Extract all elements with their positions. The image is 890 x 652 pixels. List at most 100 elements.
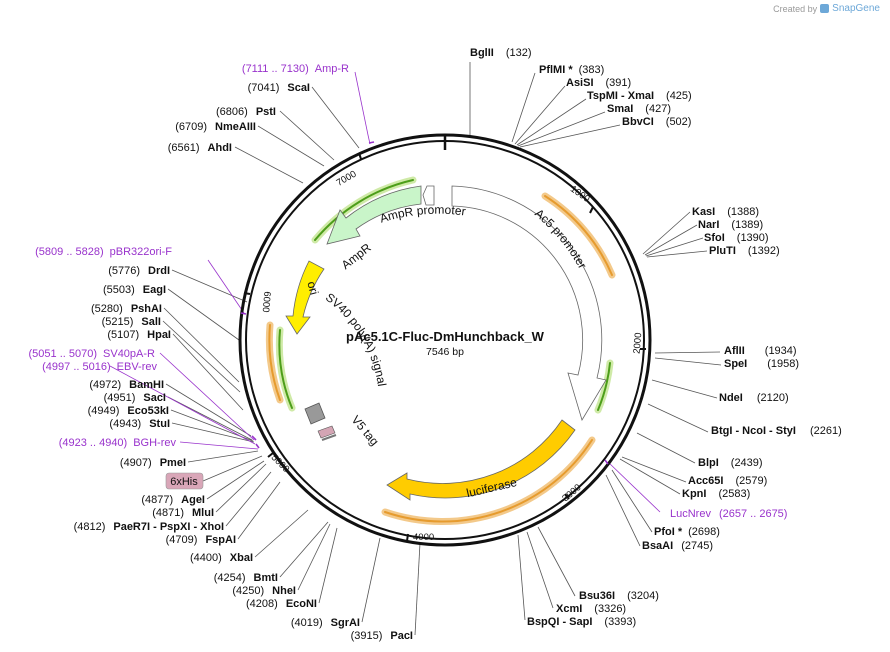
ori-label: ori bbox=[304, 280, 321, 297]
connector-bspqi bbox=[517, 534, 526, 621]
site-fspai: (4709)FspAI bbox=[166, 534, 236, 546]
connector-bmti bbox=[279, 521, 329, 578]
connector-hpai bbox=[172, 333, 244, 411]
snapgene-logo-icon bbox=[820, 4, 830, 13]
ampr-arrow bbox=[326, 185, 422, 245]
connector-nmeaiii bbox=[257, 125, 325, 167]
site-agei: (4877)AgeI bbox=[141, 494, 205, 506]
connector-lucnrev bbox=[607, 461, 661, 513]
connector-xhoi bbox=[225, 471, 272, 527]
connector-nhei bbox=[297, 523, 331, 591]
site-nmeaiii: (6709)NmeAIII bbox=[175, 121, 256, 133]
connector-aflii bbox=[654, 351, 721, 354]
site-eagi: (5503)EagI bbox=[103, 284, 166, 296]
site-xbai: (4400)XbaI bbox=[190, 552, 253, 564]
site-hpai: (5107)HpaI bbox=[107, 329, 171, 341]
connector-xcmi bbox=[526, 531, 554, 609]
connector-smai bbox=[517, 111, 606, 147]
connector-ahdi bbox=[234, 146, 304, 184]
snapgene-name: SnapGene bbox=[832, 3, 880, 14]
site-bbvci: BbvCI(502) bbox=[622, 116, 691, 128]
primer-lucnrev: LucNrev(2657 .. 2675) bbox=[670, 508, 787, 520]
connector-sali bbox=[162, 320, 241, 393]
connector-paci bbox=[414, 542, 421, 636]
his-tag-label: 6xHis bbox=[170, 476, 198, 488]
primer-ebv-rev: (4997 .. 5016)EBV-rev bbox=[42, 361, 157, 373]
connector-econi bbox=[318, 527, 338, 604]
connector-xbai bbox=[254, 509, 309, 558]
connector-sfoi bbox=[645, 237, 704, 257]
connector-pflmi bbox=[511, 72, 536, 143]
tick-marks bbox=[243, 152, 646, 542]
green-arc-lucf bbox=[597, 362, 611, 411]
primer-sv40pa-r: (5051 .. 5070)SV40pA-R bbox=[29, 348, 156, 360]
connector-pmei bbox=[187, 450, 259, 463]
connector-kpni bbox=[619, 458, 681, 495]
site-paer7i-pspxi-xhoi: (4812)PaeR7I - PspXI - XhoI bbox=[74, 521, 224, 533]
primer-amp-r: (7111 .. 7130)Amp-R bbox=[242, 63, 349, 75]
connector-sv40pa-r bbox=[159, 352, 255, 441]
connector-amp-r bbox=[354, 71, 371, 145]
sv40-polya-block bbox=[304, 402, 326, 425]
connector-acc65i bbox=[621, 456, 687, 483]
site-saci: (4951)SacI bbox=[104, 392, 166, 404]
left-site-labels: (7041)ScaI (6806)PstI (6709)NmeAIII (656… bbox=[74, 82, 413, 642]
site-btgi-ncoi-styi: BtgI - NcoI - StyI(2261) bbox=[711, 425, 842, 437]
tick-label-2000: 2000 bbox=[632, 332, 645, 354]
site-econi: (4208)EcoNI bbox=[246, 598, 317, 610]
site-stui: (4943)StuI bbox=[109, 418, 170, 430]
site-kasi: KasI(1388) bbox=[692, 206, 759, 218]
ampr-label: AmpR bbox=[339, 240, 374, 272]
connector-spei bbox=[654, 357, 722, 366]
site-nari: NarI(1389) bbox=[698, 219, 763, 231]
connector-saci bbox=[167, 396, 253, 441]
backbone-annotations bbox=[265, 176, 616, 525]
snapgene-branding: Created by SnapGene bbox=[773, 3, 880, 14]
site-bsu36i: Bsu36I(3204) bbox=[579, 590, 659, 602]
luciferase-arrow bbox=[386, 419, 576, 501]
site-pshai: (5280)PshAI bbox=[91, 303, 162, 315]
connector-bamhi bbox=[165, 383, 252, 437]
connector-ebv-rev bbox=[109, 365, 256, 445]
primer-marks bbox=[240, 141, 609, 465]
green-arc-sv40 bbox=[278, 329, 293, 409]
green-arc-ampr bbox=[314, 179, 414, 241]
site-nhei: (4250)NheI bbox=[232, 585, 296, 597]
connector-btgi bbox=[647, 403, 709, 433]
ac5-promoter-arrow bbox=[451, 185, 607, 421]
primer-bgh-rev: (4923 .. 4940)BGH-rev bbox=[59, 437, 177, 449]
site-ahdi: (6561)AhdI bbox=[168, 142, 232, 154]
site-acc65i: Acc65I(2579) bbox=[688, 475, 767, 487]
site-connectors bbox=[162, 62, 722, 636]
connector-pbr322ori-f bbox=[207, 259, 245, 314]
connector-agei bbox=[206, 460, 265, 500]
site-sali: (5215)SalI bbox=[102, 316, 161, 328]
connector-bsaai bbox=[605, 474, 641, 547]
connector-tspmi bbox=[516, 98, 587, 146]
site-aflii: AflII(1934) bbox=[724, 345, 797, 357]
connector-stui bbox=[171, 422, 255, 443]
site-pluti: PluTI(1392) bbox=[709, 245, 780, 257]
site-tspmi-xmai: TspMI - XmaI(425) bbox=[587, 90, 692, 102]
site-sgrai: (4019)SgrAI bbox=[291, 617, 360, 629]
plasmid-size: 7546 bp bbox=[426, 346, 464, 358]
orange-arc-luc bbox=[384, 439, 593, 523]
feature-arrows bbox=[285, 185, 607, 501]
v5-tag-label: V5 tag bbox=[349, 413, 382, 449]
v5-tag-block bbox=[317, 425, 336, 439]
v5-tag-marker bbox=[321, 434, 337, 441]
site-mlui: (4871)MluI bbox=[152, 507, 214, 519]
site-xcmi: XcmI(3326) bbox=[556, 603, 626, 615]
primer-labels: (7111 .. 7130)Amp-R (5809 .. 5828)pBR322… bbox=[29, 63, 788, 520]
right-site-labels: BglII(132) PflMI *(383) AsiSI(391) TspMI… bbox=[470, 47, 842, 628]
primer-pbr322ori-f: (5809 .. 5828)pBR322ori-F bbox=[35, 246, 172, 258]
connector-pshai bbox=[163, 307, 240, 383]
connector-sgrai bbox=[361, 537, 381, 623]
connector-blpi bbox=[636, 432, 696, 464]
site-paci: (3915)PacI bbox=[351, 630, 413, 642]
orange-arc-ac5 bbox=[544, 195, 613, 276]
ori-arrow bbox=[285, 260, 325, 335]
connector-fspai bbox=[237, 481, 281, 540]
connector-eagi bbox=[167, 288, 240, 341]
